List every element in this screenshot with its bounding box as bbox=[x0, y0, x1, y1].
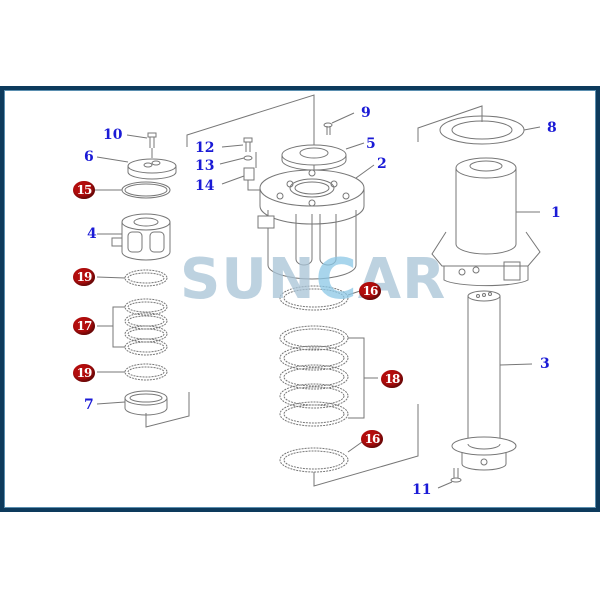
callout-14: 14 bbox=[195, 178, 215, 194]
center-bracket-line bbox=[186, 94, 315, 183]
bolt-11-shape bbox=[437, 468, 462, 489]
callout-2: 2 bbox=[377, 156, 387, 172]
callout-7: 7 bbox=[84, 397, 94, 413]
ring-stack-17-shape bbox=[124, 298, 168, 356]
ring-stack-18-shape bbox=[279, 325, 349, 427]
callout-3: 3 bbox=[540, 356, 550, 372]
oring-15-shape bbox=[94, 181, 171, 199]
washer-13-shape bbox=[219, 155, 253, 165]
badge-16-upper: 16 bbox=[359, 282, 381, 300]
badge-16-lower: 16 bbox=[361, 430, 383, 448]
shaft-3-shape bbox=[451, 290, 533, 471]
bolt-10-shape bbox=[126, 132, 157, 158]
ring-19-bottom-shape bbox=[124, 363, 168, 381]
ring-7-shape bbox=[96, 390, 190, 428]
callout-12: 12 bbox=[195, 140, 215, 156]
cover-5-shape bbox=[281, 142, 365, 171]
ring-19-top-shape bbox=[124, 269, 168, 287]
ring-16-upper-shape bbox=[279, 285, 349, 311]
right-bracket-line bbox=[417, 105, 483, 142]
callout-9: 9 bbox=[361, 105, 371, 121]
housing-2-shape bbox=[257, 164, 375, 280]
callout-1: 1 bbox=[551, 205, 561, 221]
callout-5: 5 bbox=[366, 136, 376, 152]
frame-inner-border bbox=[4, 90, 596, 508]
badge-15: 15 bbox=[73, 181, 95, 199]
badge-18: 18 bbox=[381, 370, 403, 388]
block-4-shape bbox=[97, 213, 171, 261]
badge-17: 17 bbox=[73, 317, 95, 335]
callout-10: 10 bbox=[103, 127, 123, 143]
bracket-14-shape bbox=[221, 152, 262, 191]
cap-6-shape bbox=[96, 156, 177, 180]
callout-6: 6 bbox=[84, 149, 94, 165]
callout-11: 11 bbox=[412, 482, 432, 498]
ring-16-lower-shape bbox=[279, 447, 349, 473]
gasket-8-shape bbox=[439, 115, 541, 145]
bolt-12-shape bbox=[221, 137, 253, 152]
callout-4: 4 bbox=[87, 226, 97, 242]
badge-19-lower: 19 bbox=[73, 364, 95, 382]
badge-19-upper: 19 bbox=[73, 268, 95, 286]
screw-9-shape bbox=[323, 112, 355, 135]
callout-13: 13 bbox=[195, 158, 215, 174]
body-1-shape bbox=[431, 157, 541, 287]
callout-8: 8 bbox=[547, 120, 557, 136]
